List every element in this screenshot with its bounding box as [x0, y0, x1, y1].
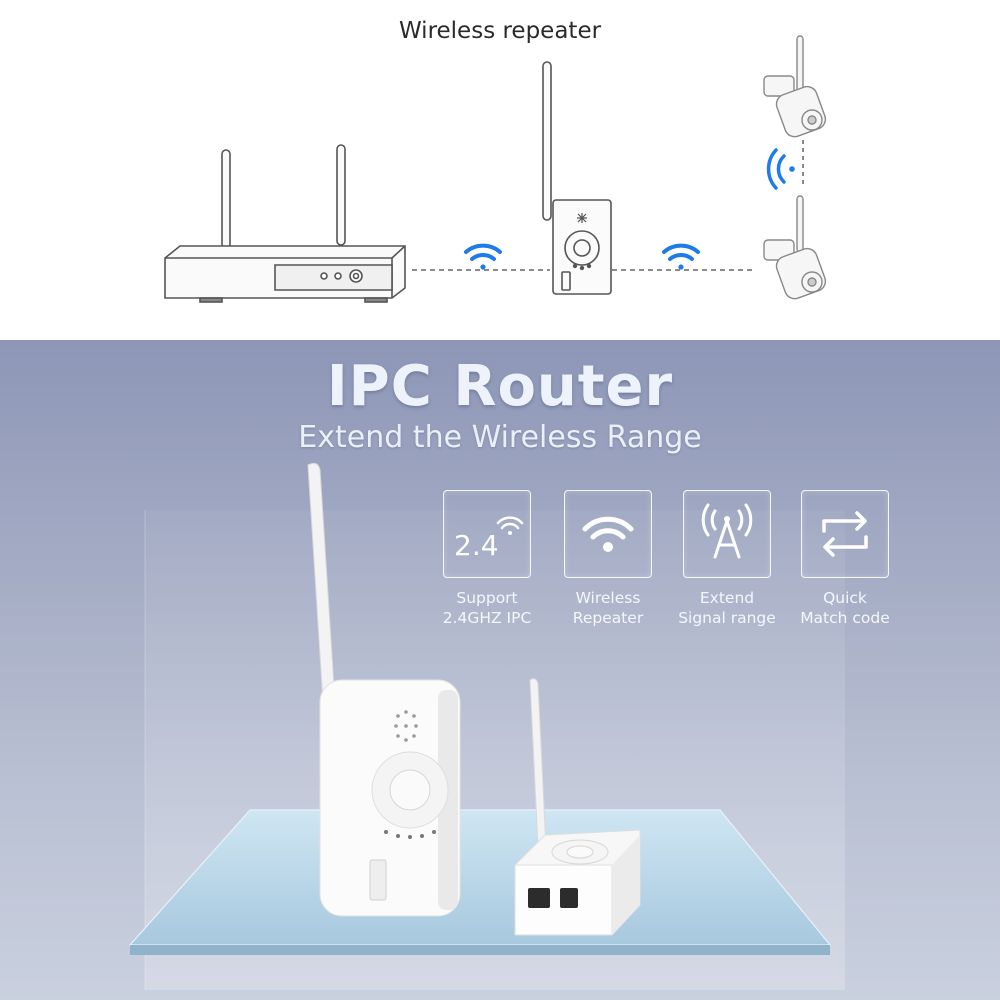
antenna-signal-icon: [701, 503, 753, 559]
nvr-antenna-left: [221, 149, 231, 249]
camera-device-bottom: [763, 195, 827, 300]
feature-label-line2: 2.4GHZ IPC: [442, 609, 532, 627]
feature-box: [801, 490, 889, 578]
sync-arrows-icon: [822, 511, 868, 557]
wifi-24-icon: 2.4: [454, 529, 499, 562]
feature-extend-range: Extend Signal range: [662, 490, 792, 628]
feature-label-line2: Repeater: [572, 609, 644, 627]
wifi-icon: [662, 243, 700, 270]
glass-floor: [128, 809, 832, 946]
nvr-antenna-right: [336, 144, 346, 246]
camera-device-top: [763, 35, 827, 138]
product-promo: IPC Router Extend the Wireless Range 2.4…: [0, 340, 1000, 1000]
repeater-diagram: Wireless repeater: [0, 0, 1000, 340]
feature-label-line1: Quick: [823, 589, 867, 607]
feature-box: [564, 490, 652, 578]
feature-quick-match: Quick Match code: [780, 490, 910, 628]
feature-box: [683, 490, 771, 578]
repeater-device: [542, 61, 612, 295]
feature-24ghz: 2.4 Support 2.4GHZ IPC: [422, 490, 552, 628]
promo-illustration: [128, 462, 845, 990]
feature-label-line1: Wireless: [575, 589, 641, 607]
diagram-title: Wireless repeater: [398, 18, 602, 44]
feature-wireless-repeater: Wireless Repeater: [543, 490, 673, 628]
wifi-arc-icon: [496, 516, 524, 535]
nvr-device: [164, 144, 406, 303]
repeater-small: [514, 678, 641, 936]
hero-subtitle: Extend the Wireless Range: [298, 420, 702, 455]
diagram-illustration: [164, 35, 827, 303]
wifi-icon: [464, 243, 502, 270]
repeater-large: [307, 462, 461, 917]
wifi-icon: [582, 516, 634, 552]
signal-icon: [766, 148, 795, 190]
feature-label-line1: Extend: [699, 589, 755, 607]
feature-box: 2.4: [443, 490, 531, 578]
feature-label-line1: Support: [456, 589, 518, 607]
feature-label-line2: Signal range: [678, 609, 776, 627]
feature-label-line2: Match code: [800, 609, 890, 627]
hero-title: IPC Router: [326, 354, 674, 419]
